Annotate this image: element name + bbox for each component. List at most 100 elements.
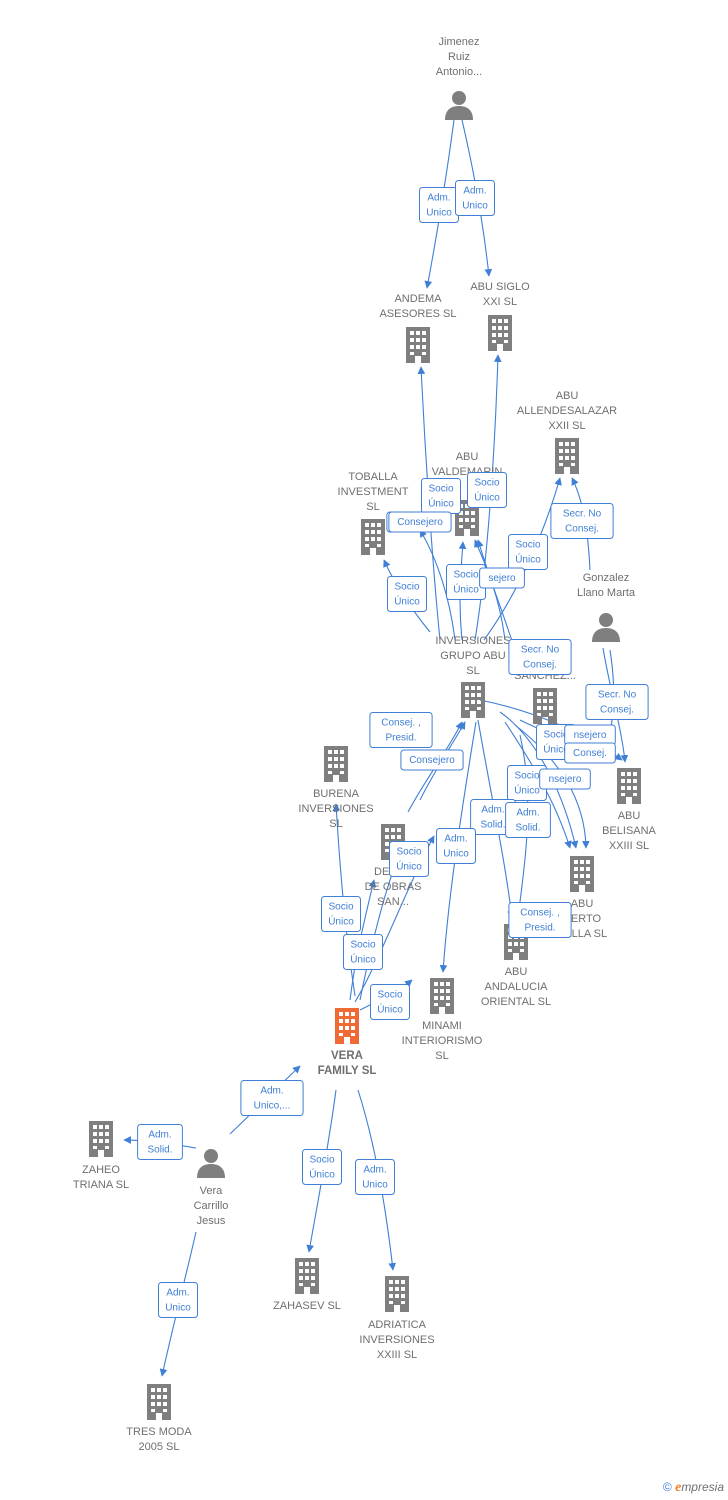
relation-text: Consej. [600,705,634,716]
node-label: TRIANA SL [73,1179,129,1191]
relation-text: Secr. No [521,645,560,656]
relation-box [550,503,614,539]
building-icon [147,1384,171,1420]
relation-label-r26[interactable]: Consej. ,Presid. [508,902,572,938]
relation-box [137,1124,183,1160]
node-abusiglo[interactable]: ABU SIGLO XXI SL [470,281,530,351]
relation-label-r2[interactable]: Adm.Unico [455,180,495,216]
relation-text: Socio [514,771,539,782]
relation-text: Único [309,1168,335,1181]
relation-label-r16[interactable]: nsejero [564,724,616,746]
relation-label-r22[interactable]: Adm.Solid. [505,802,551,838]
node-label: ZAHEO [82,1164,120,1176]
relation-label-r20[interactable]: nsejero [539,768,591,790]
building-icon [89,1121,113,1157]
relation-box [400,749,464,771]
node-label: INVERSIONES [359,1334,434,1346]
node-label: INVERSIONES [435,635,510,647]
relation-text: Solid. [515,823,540,834]
node-label: Gonzalez [583,572,629,584]
node-label: SL [329,818,342,830]
node-label: BELISANA [602,825,656,837]
relation-text: Único [328,915,354,928]
relation-label-r14[interactable]: Consej. , Presid. [369,712,433,748]
relation-text: Unico,... [254,1101,291,1112]
relation-text: Unico [426,208,452,219]
relation-text: Adm. [166,1288,189,1299]
relation-label-r23[interactable]: Adm.Unico [436,828,476,864]
node-label: Llano Marta [577,587,636,599]
building-icon [295,1258,319,1294]
relation-label-r31[interactable]: Adm.Unico [158,1282,198,1318]
relation-text: Adm. [481,805,504,816]
relation-label-r33[interactable]: Adm.Unico [355,1159,395,1195]
relation-text: Solid. [147,1145,172,1156]
relation-box [539,768,591,790]
relation-label-r12[interactable]: Consejero [388,511,452,533]
relation-label-r30[interactable]: Adm.Solid. [137,1124,183,1160]
node-label: ABU SIGLO [470,281,530,293]
relation-box [508,534,548,570]
relation-box [355,1159,395,1195]
relation-text: Adm. [463,186,486,197]
relation-box [564,742,616,764]
node-label: SAN... [377,896,409,908]
relation-text: Consej. , [381,718,420,729]
edge-26 [359,865,397,1001]
node-zahasev[interactable]: ZAHASEV SL [273,1258,341,1312]
node-sanchez[interactable]: SANCHEZ... [514,670,576,724]
relation-text: Presid. [385,733,416,744]
node-label: ABU [505,966,528,978]
node-label: Ruiz [448,51,470,63]
relation-box [436,828,476,864]
relation-box [455,180,495,216]
relation-label-r17[interactable]: Consej. [564,742,616,764]
relation-label-r10[interactable]: sejero [479,567,525,589]
relation-label-r1[interactable]: Adm.Unico [419,187,459,223]
relation-box [387,576,427,612]
relation-text: Solid. [480,820,505,831]
relation-box [321,896,361,932]
relation-text: Adm. [260,1086,283,1097]
relation-text: Único [377,1003,403,1016]
person-icon [197,1149,225,1178]
relation-box [302,1149,342,1185]
node-label: XXI SL [483,296,517,308]
node-zaheo[interactable]: ZAHEO TRIANA SL [73,1121,129,1191]
building-icon [555,438,579,474]
relation-text: nsejero [574,730,607,741]
relation-text: Consejero [409,755,455,766]
relation-label-r18[interactable]: Consejero [400,749,464,771]
building-icon [617,768,641,804]
node-jimenez[interactable]: JimenezRuizAntonio... [436,36,482,120]
relation-label-r29[interactable]: Adm. Unico,... [240,1080,304,1116]
